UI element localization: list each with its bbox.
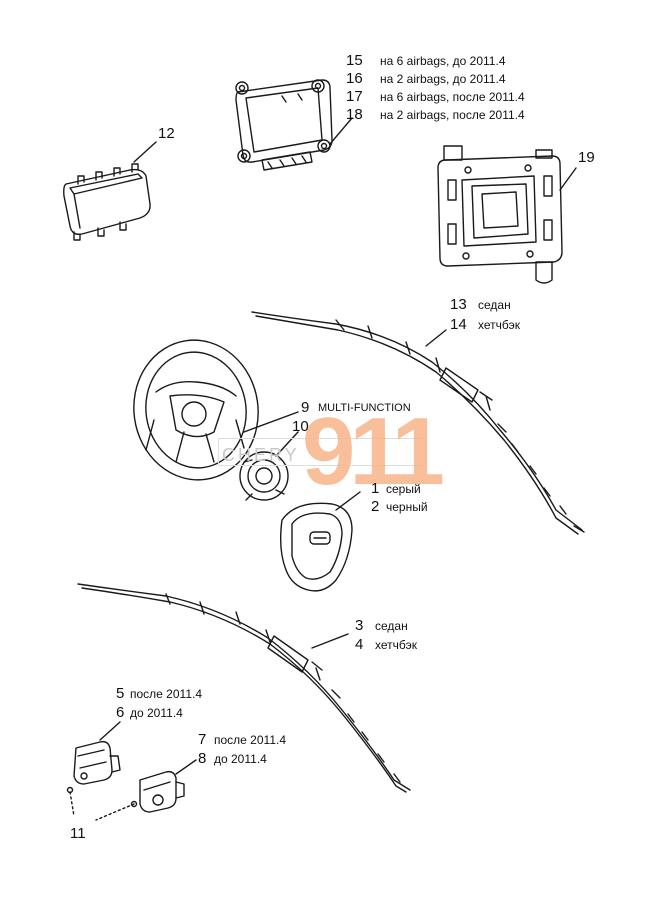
callout-number: 11 [70,825,86,842]
callout-number: 1 [371,480,380,497]
side-crash-sensor [139,770,185,813]
leader-11 [69,791,135,821]
callout-text: хетчбэк [375,638,417,652]
mounting-bracket [437,145,563,284]
callout-number: 9 [301,399,310,416]
callout-text: седан [478,298,511,312]
callout-number: 12 [158,125,175,142]
callout-text: после 2011.4 [214,733,286,747]
callout-number: 8 [198,750,207,767]
leader-3 [311,633,349,649]
leader-13 [425,329,447,347]
watermark-number: 911 [302,398,445,505]
callout-text: MULTI-FUNCTION [318,402,411,414]
callout-text: на 2 airbags, после 2011.4 [380,108,525,122]
leader-10 [275,431,299,457]
marker-11-a [66,786,74,794]
marker-11-b [130,800,138,808]
callout-text: на 6 airbags, до 2011.4 [380,54,506,68]
leader-1 [335,491,361,511]
callout-text: до 2011.4 [130,706,183,720]
leader-5 [99,721,121,741]
callout-number: 4 [355,636,364,653]
leader-19 [559,167,577,191]
curtain-airbag-upper [251,311,585,535]
driver-airbag-module [279,502,353,592]
callout-number: 13 [450,296,467,313]
callout-number: 15 [346,52,363,69]
curtain-airbag-lower [77,583,411,793]
steering-wheel [133,339,259,481]
watermark-frame [218,438,426,466]
watermark-brand: CHERY [222,445,300,465]
callout-text: черный [386,500,428,514]
callout-number: 16 [346,70,363,87]
airbag-control-module [235,79,333,171]
callout-number: 18 [346,106,363,123]
callout-number: 10 [292,418,309,435]
callout-text: на 6 airbags, после 2011.4 [380,90,525,104]
callout-text: седан [375,619,408,633]
callout-number: 19 [578,149,595,166]
callout-number: 6 [116,704,125,721]
leader-9 [243,411,299,433]
callout-number: 2 [371,498,380,515]
callout-number: 17 [346,88,363,105]
clock-spring [239,451,289,501]
callout-number: 14 [450,316,467,333]
front-crash-sensor [73,740,121,785]
callout-text: хетчбэк [478,318,520,332]
callout-text: до 2011.4 [214,752,267,766]
leader-12 [133,141,157,163]
callout-number: 7 [198,731,207,748]
passenger-airbag-module [63,163,151,241]
callout-number: 3 [355,617,364,634]
callout-text: после 2011.4 [130,687,202,701]
leader-7 [175,759,197,775]
callout-text: серый [386,482,421,496]
leader-15 [329,117,353,145]
callout-number: 5 [116,685,125,702]
callout-text: на 2 airbags, до 2011.4 [380,72,506,86]
